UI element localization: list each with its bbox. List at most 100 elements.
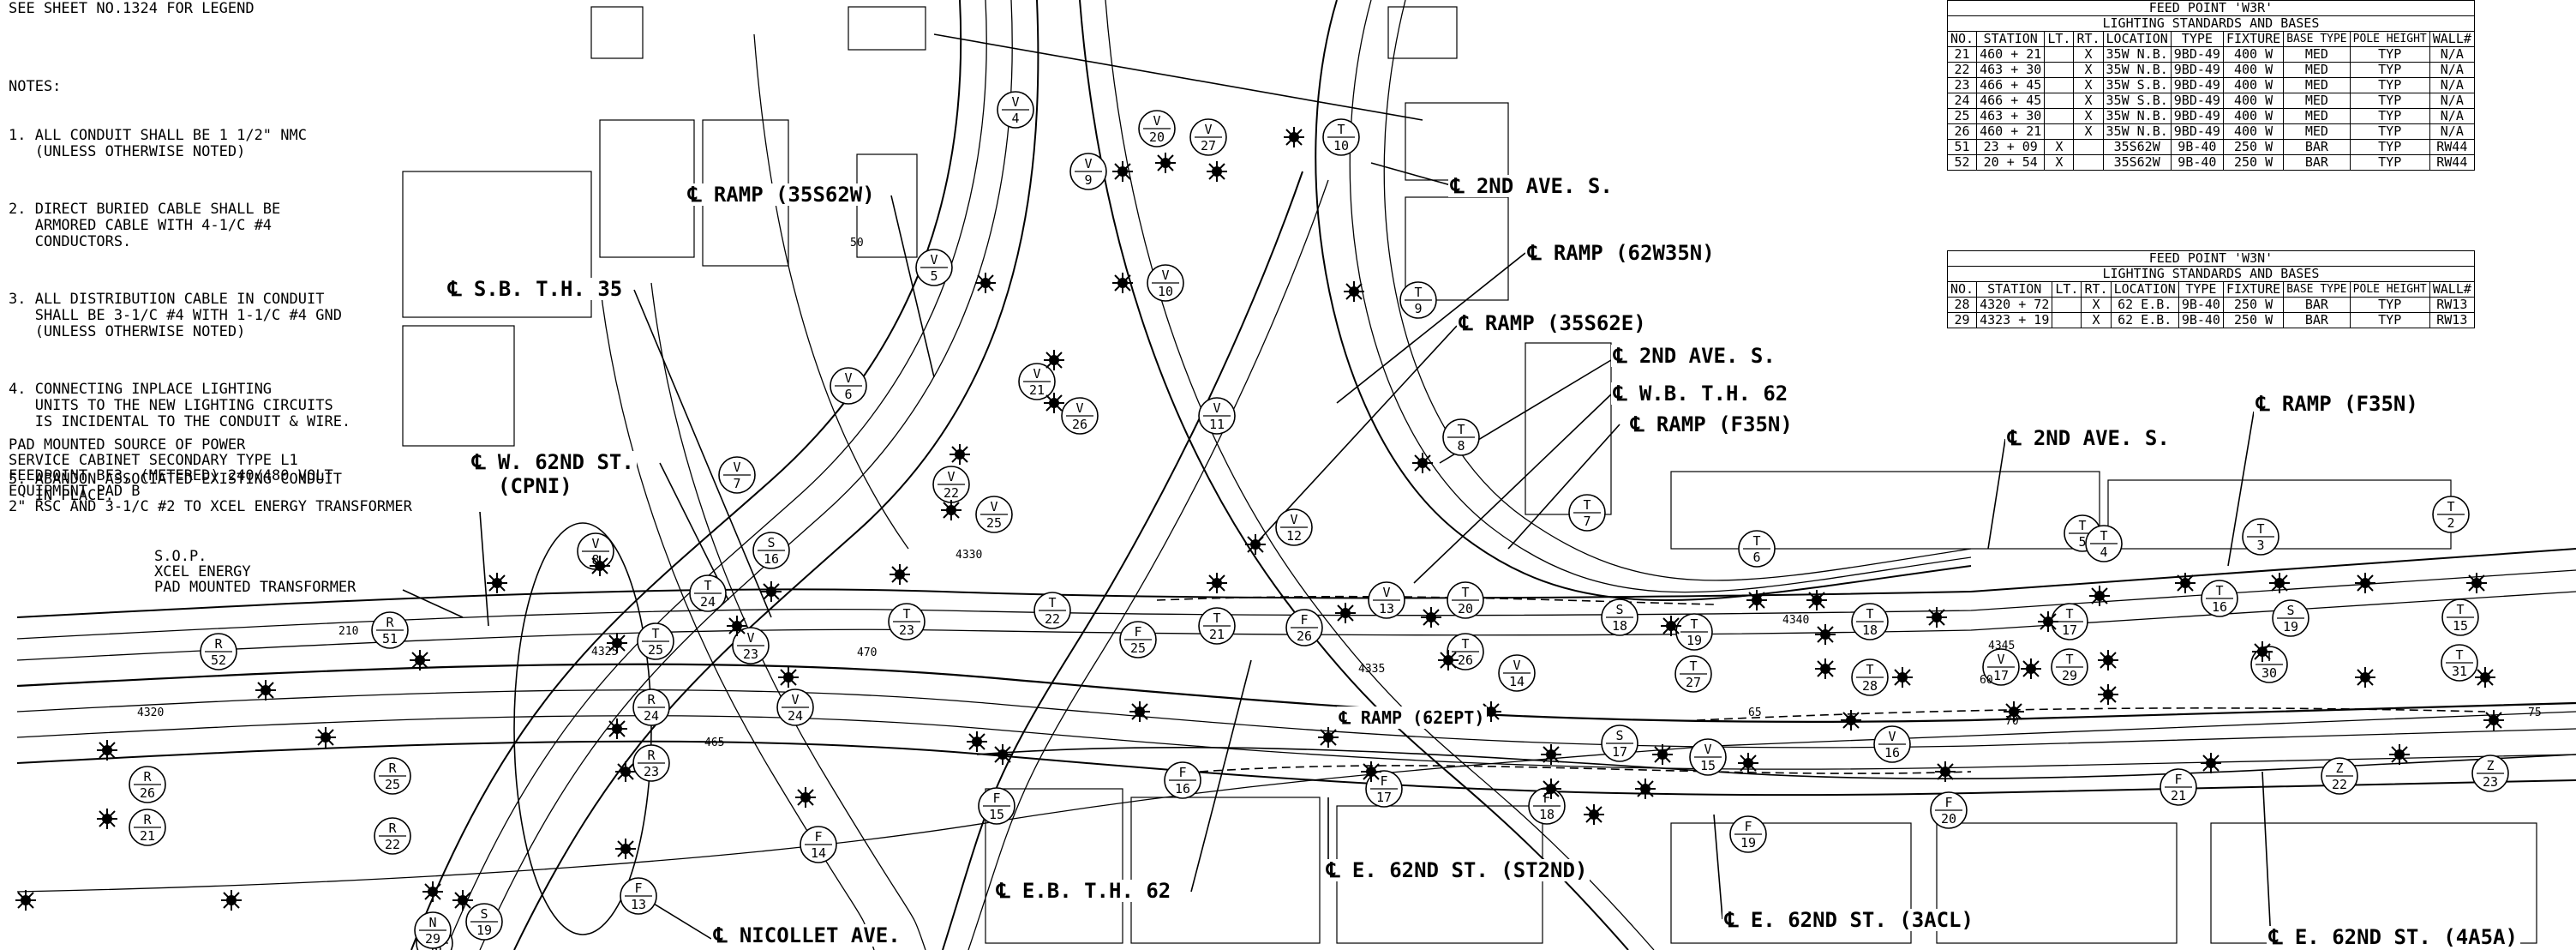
light-pole-icon <box>967 731 987 752</box>
fixture-tag-t18: T18 <box>1851 603 1889 640</box>
light-pole-icon <box>452 890 473 911</box>
station-text: 60 <box>1980 674 1993 687</box>
ramp-62w35n-a <box>1315 0 1972 601</box>
fixture-tag-number: 21 <box>1209 627 1225 642</box>
light-pole-icon <box>941 500 962 520</box>
fixture-tag-number: 24 <box>644 708 659 724</box>
table-cell: 9B-40 <box>2170 139 2224 155</box>
station-text: 4345 <box>1988 640 2015 652</box>
block-nw-1 <box>590 6 644 59</box>
table-cell: 35W S.B. <box>2102 77 2172 93</box>
table-cell: 466 + 45 <box>1976 77 2046 93</box>
fixture-tag-t19: T19 <box>1675 613 1713 651</box>
light-pole-icon <box>1926 607 1947 628</box>
fixture-tag-number: 22 <box>944 485 959 501</box>
fixture-tag-t21: T21 <box>1198 607 1236 645</box>
ramp-62w35n-c <box>1383 0 1972 581</box>
label-2ndave-mid: ℄ 2ND AVE. S. <box>1611 345 1778 367</box>
fixture-tag-number: 14 <box>1509 674 1525 689</box>
fixture-tag-number: 21 <box>1029 382 1045 398</box>
light-pole-icon <box>1652 744 1673 765</box>
fixture-tag-letter: V <box>1382 585 1390 600</box>
fixture-tag-letter: F <box>1380 773 1387 789</box>
station-text: 65 <box>1748 706 1762 719</box>
light-pole-icon <box>2269 573 2290 593</box>
fixture-tag-number: 22 <box>1045 611 1060 627</box>
fixture-tag-v20: V20 <box>1138 110 1176 147</box>
fixture-tag-letter: T <box>1457 422 1465 437</box>
fixture-tag-number: 8 <box>591 552 599 568</box>
light-pole-icon <box>1584 804 1604 825</box>
table-cell: 9B-40 <box>2170 154 2224 171</box>
fixture-tag-v16: V16 <box>1873 725 1911 763</box>
fixture-tag-t25: T25 <box>637 622 674 660</box>
fixture-tag-letter: T <box>1337 122 1345 137</box>
table-cell <box>2073 154 2104 171</box>
light-pole-icon <box>1815 658 1836 679</box>
table-cell: TYP <box>2349 46 2430 63</box>
table-cell: TYP <box>2349 139 2430 155</box>
fixture-tag-number: 29 <box>425 931 440 947</box>
table-cell: 9BD-49 <box>2170 46 2224 63</box>
ramp-sb35-a <box>599 282 875 950</box>
table-cell: 35S62W <box>2102 139 2172 155</box>
light-pole-icon <box>1935 761 1956 782</box>
table-cell: 400 W <box>2222 108 2285 124</box>
table-cell: 400 W <box>2222 93 2285 109</box>
block-nw-2 <box>848 6 926 51</box>
column-header: WALL# <box>2429 31 2475 47</box>
fixture-tag-letter: F <box>1744 819 1752 834</box>
fixture-tag-letter: N <box>428 915 436 930</box>
light-pole-icon <box>221 890 242 911</box>
light-pole-icon <box>1438 650 1459 670</box>
fixture-tag-letter: T <box>1866 606 1873 622</box>
fixture-tag-number: 22 <box>385 837 400 852</box>
table-cell: 29 <box>1946 312 1978 328</box>
table-cell <box>2044 46 2075 63</box>
table-cell: TYP <box>2349 312 2430 328</box>
fixture-tag-letter: T <box>1461 585 1469 600</box>
light-pole-icon <box>761 581 782 602</box>
fixture-tag-f26: F26 <box>1285 609 1323 646</box>
fixture-tag-number: 15 <box>2453 618 2468 634</box>
light-pole-icon <box>1806 590 1827 610</box>
nicollet-loop <box>513 522 652 935</box>
table-cell: 35W S.B. <box>2102 93 2172 109</box>
fixture-tag-letter: T <box>1690 616 1698 632</box>
fixture-tag-number: 12 <box>1286 528 1302 544</box>
table-cell: X <box>2073 93 2104 109</box>
light-pole-icon <box>727 616 747 636</box>
fixture-tag-letter: T <box>2256 521 2264 537</box>
table-cell: 466 + 45 <box>1976 93 2046 109</box>
table-cell: N/A <box>2429 77 2475 93</box>
leader-top-1 <box>933 33 1423 121</box>
fixture-tag-number: 25 <box>648 642 663 658</box>
notes-block: NOTES: 1. ALL CONDUIT SHALL BE 1 1/2" NM… <box>9 46 454 520</box>
fixture-tag-number: 19 <box>1740 835 1756 851</box>
sop-transformer-note: S.O.P. XCEL ENERGY PAD MOUNTED TRANSFORM… <box>154 548 356 596</box>
light-pole-icon <box>2098 650 2118 670</box>
fixture-tag-v9: V9 <box>1069 153 1107 190</box>
fixture-tag-v15: V15 <box>1689 738 1727 776</box>
ramp-35s62e <box>753 33 909 550</box>
fixture-tag-s17: S17 <box>1601 725 1638 762</box>
fixture-tag-number: 9 <box>1084 172 1092 188</box>
fixture-tag-number: 25 <box>986 515 1002 531</box>
fixture-tag-t22: T22 <box>1033 592 1071 629</box>
table-cell: MED <box>2283 46 2351 63</box>
table-cell: N/A <box>2429 93 2475 109</box>
fixture-tag-t15: T15 <box>2441 598 2479 636</box>
table-cell: RW13 <box>2429 312 2475 328</box>
column-header: POLE HEIGHT <box>2349 31 2430 47</box>
fixture-tag-number: 21 <box>140 828 155 844</box>
light-pole-icon <box>975 273 996 293</box>
table-cell <box>2044 77 2075 93</box>
note-item-1: 1. ALL CONDUIT SHALL BE 1 1/2" NMC (UNLE… <box>9 127 307 160</box>
light-pole-icon <box>487 573 507 593</box>
station-text: 465 <box>704 737 724 749</box>
light-pole-icon <box>1892 667 1913 688</box>
leader-62w35n <box>1336 252 1526 404</box>
fixture-tag-v26: V26 <box>1061 397 1099 435</box>
table-cell: 35W N.B. <box>2102 123 2172 140</box>
